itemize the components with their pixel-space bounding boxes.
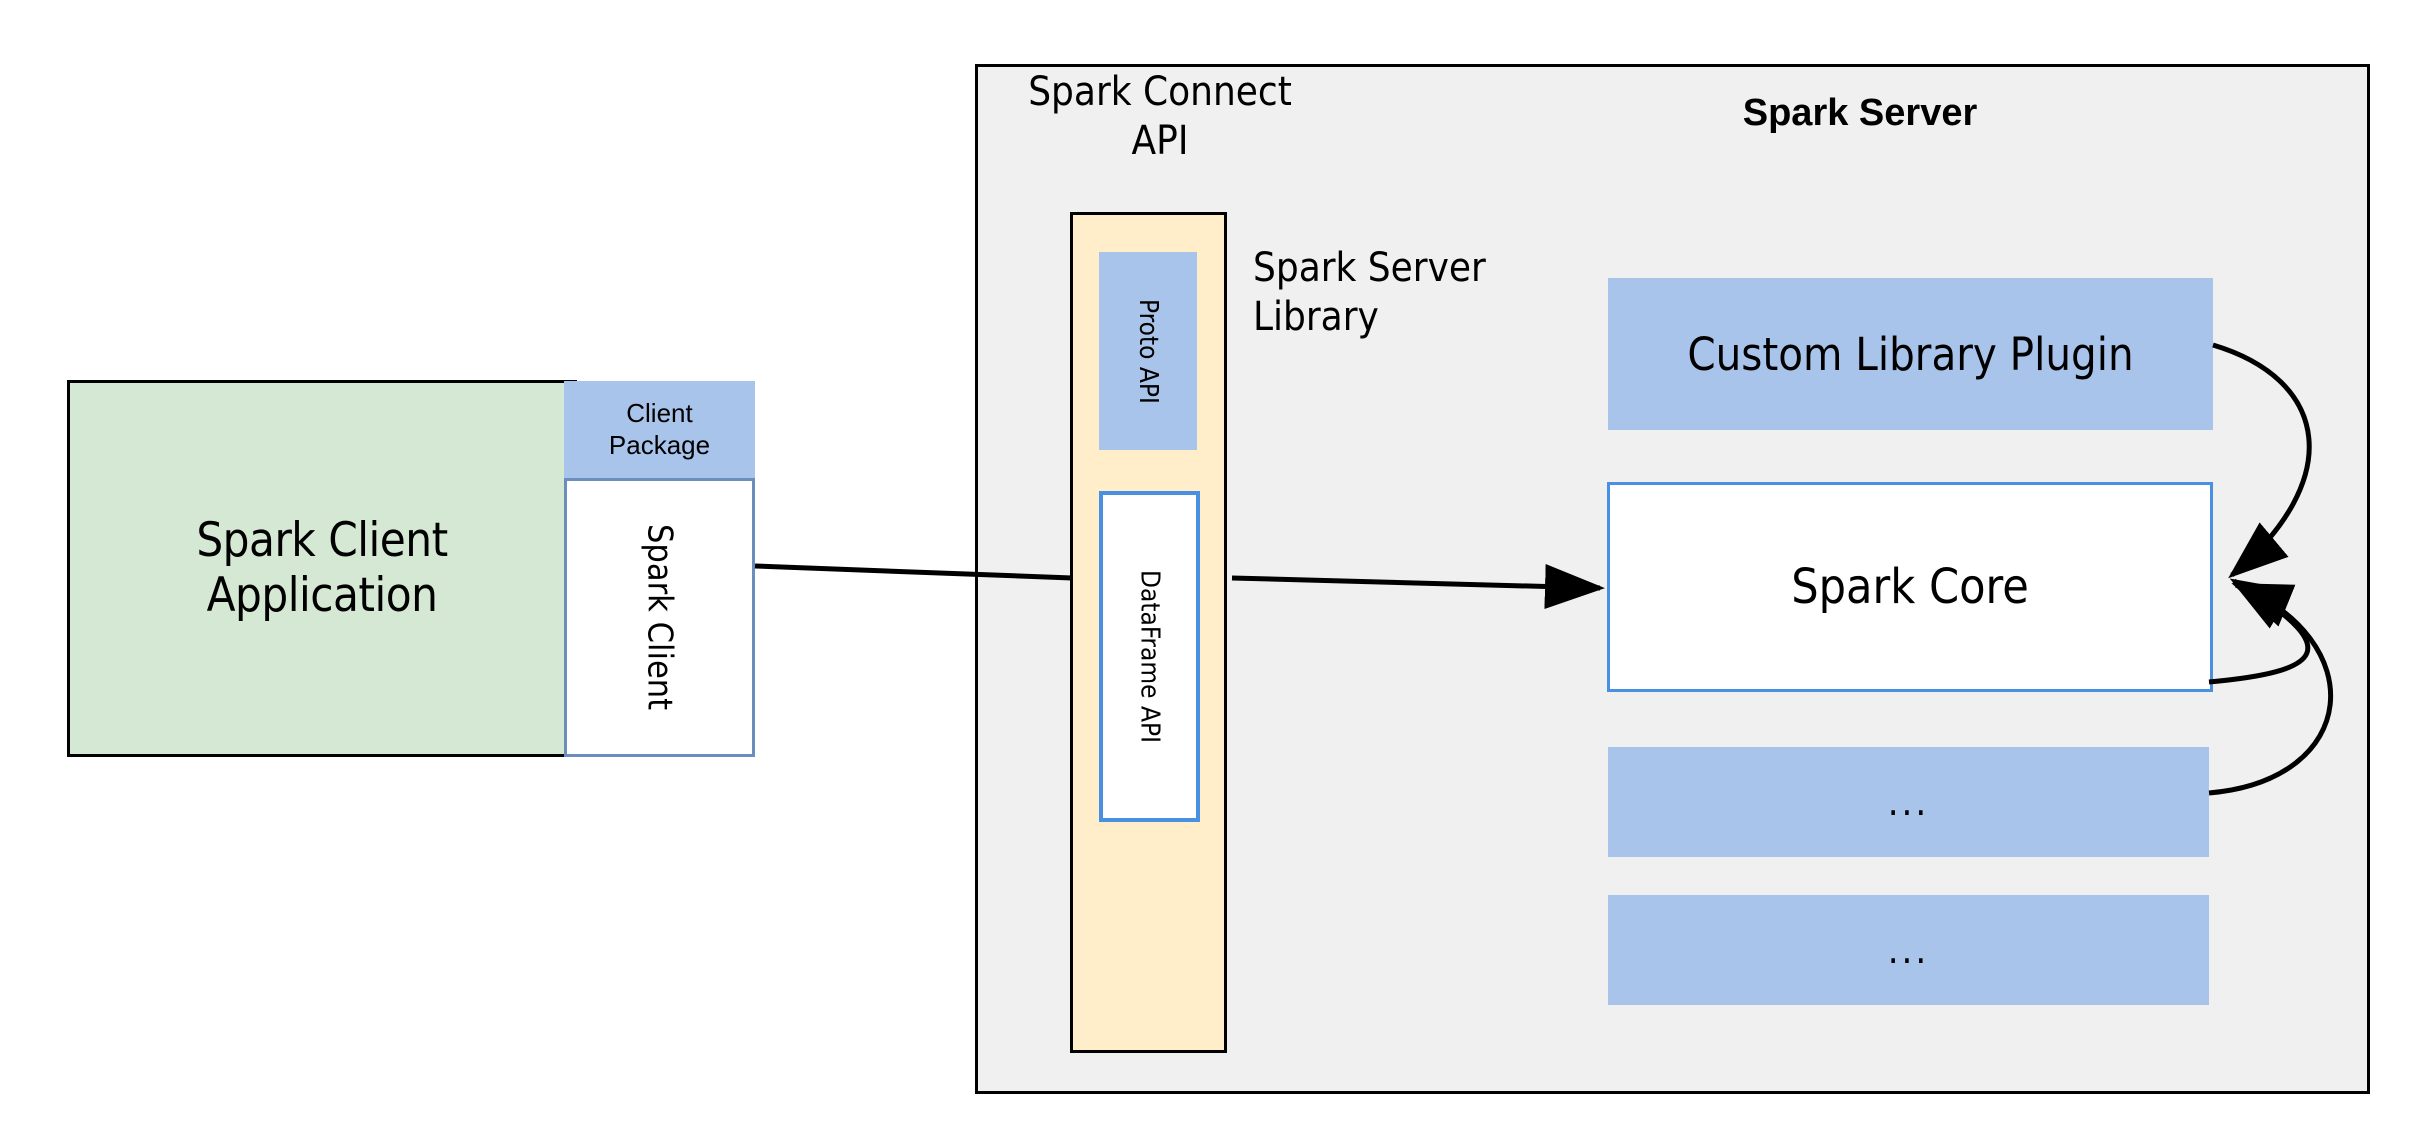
spark-client-box[interactable]: Spark Client — [564, 478, 755, 757]
dataframe-api-label: DataFrame API — [1134, 570, 1165, 743]
server-module-placeholder-1-label: ... — [1887, 780, 1930, 824]
spark-connect-api-label: Spark Connect API — [1028, 69, 1292, 164]
dataframe-api-box[interactable]: DataFrame API — [1099, 491, 1200, 822]
spark-client-application-box[interactable]: Spark Client Application — [67, 380, 577, 757]
custom-library-plugin-box[interactable]: Custom Library Plugin — [1608, 278, 2213, 430]
proto-api-label: Proto API — [1133, 298, 1163, 404]
spark-client-label: Spark Client — [639, 524, 680, 711]
server-module-placeholder-2-label: ... — [1887, 928, 1930, 972]
spark-server-title: Spark Server — [1742, 92, 1978, 134]
spark-client-application-label: Spark Client Application — [196, 513, 448, 623]
server-module-placeholder-2[interactable]: ... — [1608, 895, 2209, 1005]
spark-core-label: Spark Core — [1791, 559, 2029, 615]
custom-library-plugin-label: Custom Library Plugin — [1687, 327, 2134, 381]
client-package-label: Client Package — [608, 398, 711, 460]
server-module-placeholder-1[interactable]: ... — [1608, 747, 2209, 857]
spark-core-box[interactable]: Spark Core — [1607, 482, 2213, 692]
proto-api-box[interactable]: Proto API — [1099, 252, 1197, 450]
client-package-box[interactable]: Client Package — [564, 381, 755, 478]
spark-server-library-label: Spark Server Library — [1253, 245, 1486, 340]
